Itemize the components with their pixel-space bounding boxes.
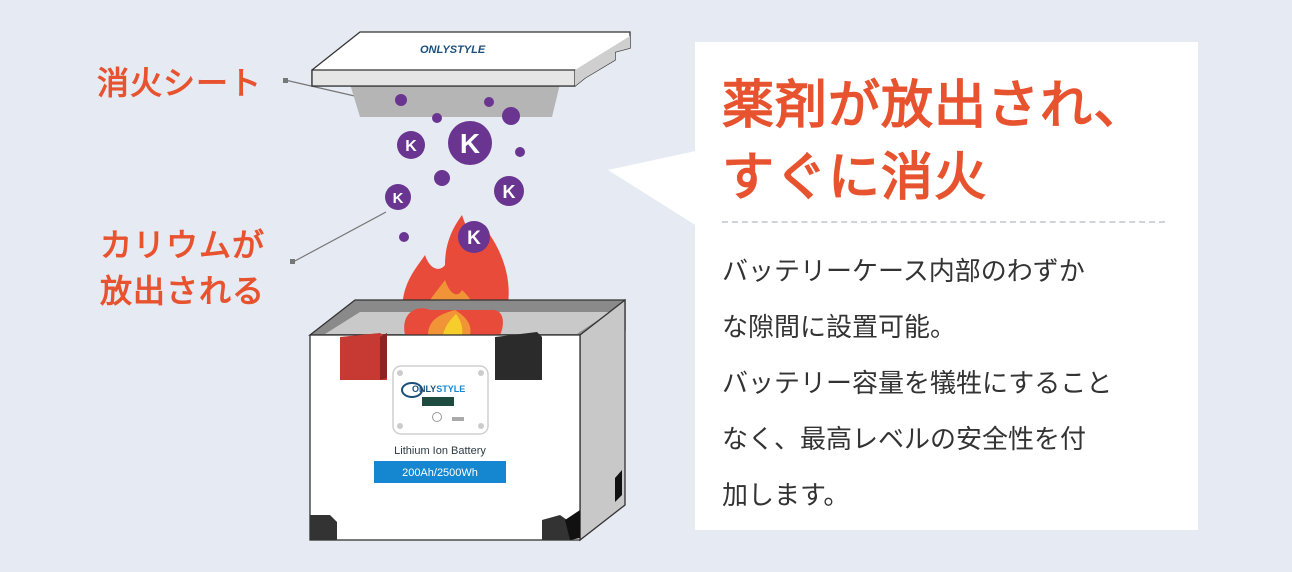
callout-tail	[608, 150, 700, 228]
callout-body: バッテリーケース内部のわずか な隙間に設置可能。 バッテリー容量を犠牲にすること…	[722, 244, 1182, 524]
leader-dot	[290, 259, 295, 264]
sheet-label: 消火シート	[97, 64, 263, 102]
potassium-label-line2: 放出される	[100, 272, 266, 310]
potassium-label: K	[393, 190, 404, 207]
body-line: 加します。	[722, 481, 850, 511]
callout-title: 薬剤が放出され、 すぐに消火	[722, 70, 1147, 214]
leader-dot	[283, 78, 288, 83]
potassium-label: K	[503, 182, 516, 202]
callout-card: 薬剤が放出され、 すぐに消火 バッテリーケース内部のわずか な隙間に設置可能。 …	[695, 42, 1198, 530]
battery-spec: 200Ah/2500Wh	[402, 467, 478, 479]
potassium-particles: K K K K K	[385, 94, 525, 253]
potassium-label: K	[405, 138, 417, 155]
potassium-label-line1: カリウムが	[100, 226, 266, 264]
positive-terminal	[340, 333, 387, 380]
battery-label: Lithium Ion Battery	[394, 445, 486, 457]
callout-title-line: 薬剤が放出され、	[722, 76, 1147, 136]
battery-lid: ONLYSTYLE	[311, 31, 631, 117]
potassium-label: K	[467, 228, 481, 249]
body-line: な隙間に設置可能。	[722, 313, 957, 343]
potassium-label: K	[460, 128, 480, 159]
body-line: なく、最高レベルの安全性を付	[722, 425, 1087, 455]
body-line: バッテリーケース内部のわずか	[722, 257, 1085, 287]
extinguishing-sheet	[350, 84, 560, 117]
body-line: バッテリー容量を犠牲にすること	[722, 369, 1113, 399]
battery-display	[422, 397, 454, 406]
callout-title-line: すぐに消火	[722, 148, 988, 208]
potassium-leader-line	[292, 211, 387, 263]
dashed-divider	[722, 221, 1165, 223]
battery-spec-bar	[374, 461, 506, 483]
negative-terminal	[495, 332, 542, 380]
lid-logo: ONLYSTYLE	[420, 44, 486, 56]
battery: ONLYSTYLE Lithium Ion Battery 200Ah/2500…	[308, 298, 626, 542]
battery-logo: ONLYSTYLE	[412, 384, 465, 394]
